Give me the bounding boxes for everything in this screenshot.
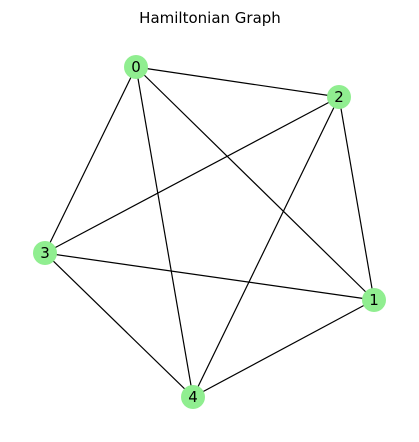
node-circle-3 xyxy=(33,241,57,265)
edge-0-3 xyxy=(44,66,137,254)
edge-0-1 xyxy=(135,66,375,301)
edge-0-2 xyxy=(135,66,340,98)
edge-2-4 xyxy=(192,96,340,398)
node-label-4: 4 xyxy=(188,388,198,406)
edge-3-4 xyxy=(44,252,194,398)
node-2: 2 xyxy=(327,85,351,109)
node-label-0: 0 xyxy=(131,58,141,76)
edge-layer xyxy=(44,66,375,398)
edge-2-3 xyxy=(44,96,340,254)
node-circle-4 xyxy=(181,385,205,409)
node-0: 0 xyxy=(124,55,148,79)
node-label-1: 1 xyxy=(369,291,379,309)
edge-3-1 xyxy=(44,252,375,301)
node-circle-1 xyxy=(362,288,386,312)
graph-title: Hamiltonian Graph xyxy=(139,9,281,27)
node-label-2: 2 xyxy=(334,88,344,106)
node-layer: 0 1 2 3 4 xyxy=(33,55,386,409)
edge-0-4 xyxy=(135,66,194,398)
node-label-3: 3 xyxy=(40,244,50,262)
edge-2-1 xyxy=(338,96,375,301)
node-circle-2 xyxy=(327,85,351,109)
node-3: 3 xyxy=(33,241,57,265)
node-4: 4 xyxy=(181,385,205,409)
node-1: 1 xyxy=(362,288,386,312)
edge-4-1 xyxy=(192,299,375,398)
node-circle-0 xyxy=(124,55,148,79)
